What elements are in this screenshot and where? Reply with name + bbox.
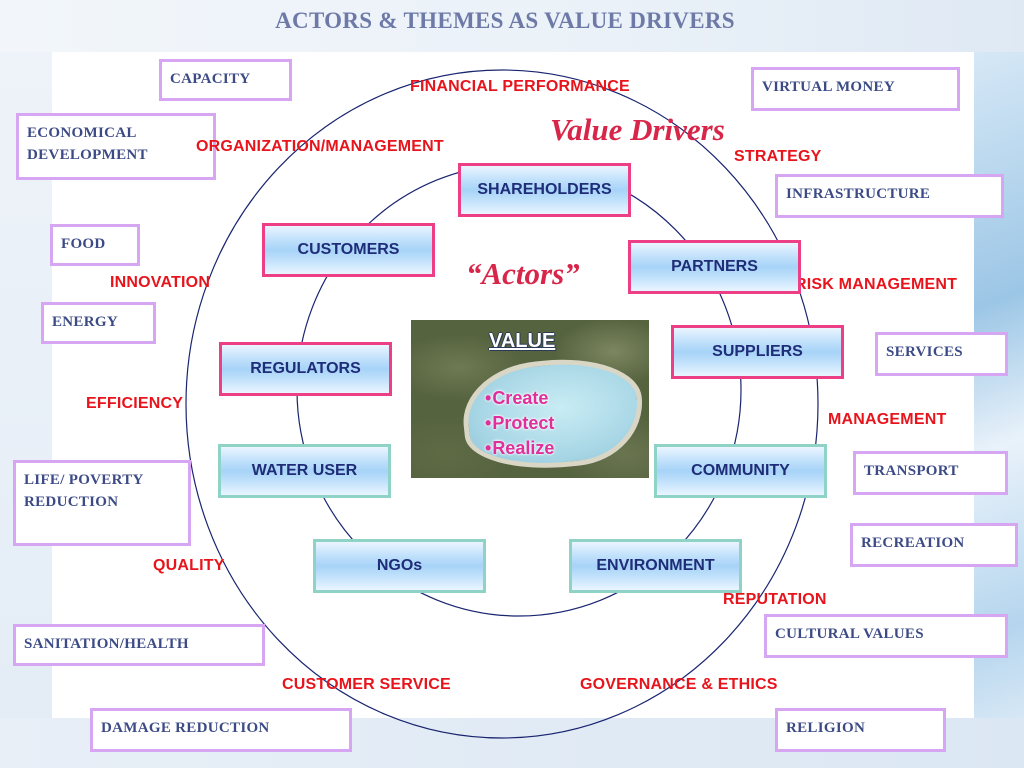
- actor-community: COMMUNITY: [654, 444, 827, 498]
- theme-energy: ENERGY: [41, 302, 156, 344]
- theme-cultural-values: CULTURAL VALUES: [764, 614, 1008, 658]
- actors-label: “Actors”: [466, 256, 580, 291]
- background-top-band: [0, 0, 1024, 52]
- actor-customers: CUSTOMERS: [262, 223, 435, 277]
- actor-shareholders: SHAREHOLDERS: [458, 163, 631, 217]
- theme-services: SERVICES: [875, 332, 1008, 376]
- actor-water-user: WATER USER: [218, 444, 391, 498]
- value-list: Create Protect Realize: [485, 386, 554, 461]
- theme-transport: TRANSPORT: [853, 451, 1008, 495]
- theme-capacity: CAPACITY: [159, 59, 292, 101]
- driver-risk-management: RISK MANAGEMENT: [795, 276, 958, 293]
- value-drivers-label: Value Drivers: [550, 112, 725, 147]
- theme-recreation: RECREATION: [850, 523, 1018, 567]
- actor-ngos: NGOs: [313, 539, 486, 593]
- driver-financial-performance: FINANCIAL PERFORMANCE: [410, 78, 630, 95]
- driver-innovation: INNOVATION: [110, 274, 211, 291]
- driver-reputation: REPUTATION: [723, 591, 827, 608]
- theme-damage-reduction: DAMAGE REDUCTION: [90, 708, 352, 752]
- actor-regulators: REGULATORS: [219, 342, 392, 396]
- slide-title: ACTORS & THEMES AS VALUE DRIVERS: [275, 8, 735, 33]
- value-item-realize: Realize: [485, 436, 554, 461]
- actor-environment: ENVIRONMENT: [569, 539, 742, 593]
- theme-life-poverty-reduction: LIFE/ POVERTY REDUCTION: [13, 460, 191, 546]
- theme-infrastructure: INFRASTRUCTURE: [775, 174, 1004, 218]
- driver-efficiency: EFFICIENCY: [86, 395, 184, 412]
- value-reservoir-photo: VALUE Create Protect Realize: [411, 320, 649, 478]
- outer-ring: [185, 69, 819, 739]
- driver-management: MANAGEMENT: [828, 411, 947, 428]
- driver-strategy: STRATEGY: [734, 148, 822, 165]
- actor-partners: PARTNERS: [628, 240, 801, 294]
- theme-food: FOOD: [50, 224, 140, 266]
- theme-virtual-money: VIRTUAL MONEY: [751, 67, 960, 111]
- theme-sanitation-health: SANITATION/HEALTH: [13, 624, 265, 666]
- theme-religion: RELIGION: [775, 708, 946, 752]
- driver-organization-management: ORGANIZATION/MANAGEMENT: [196, 138, 444, 155]
- theme-economical-development: ECONOMICAL DEVELOPMENT: [16, 113, 216, 180]
- driver-quality: QUALITY: [153, 557, 225, 574]
- driver-governance-ethics: GOVERNANCE & ETHICS: [580, 676, 778, 693]
- driver-customer-service: CUSTOMER SERVICE: [282, 676, 451, 693]
- value-item-protect: Protect: [485, 411, 554, 436]
- value-item-create: Create: [485, 386, 554, 411]
- value-heading: VALUE: [489, 330, 556, 352]
- actor-suppliers: SUPPLIERS: [671, 325, 844, 379]
